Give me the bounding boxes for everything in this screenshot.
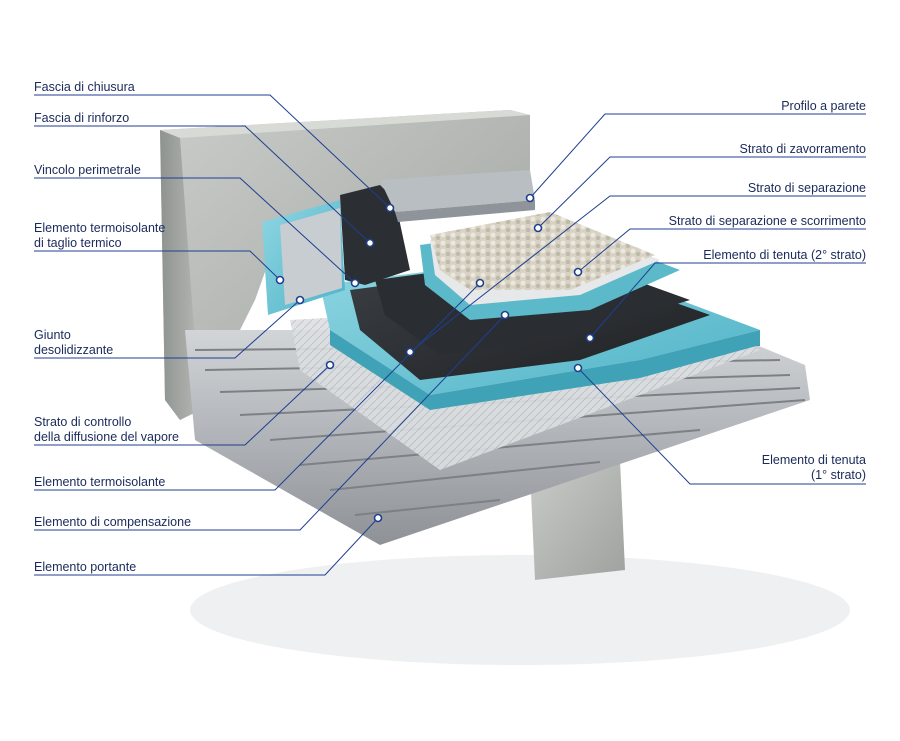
label-text: Fascia di chiusura — [34, 80, 135, 94]
label-text: Vincolo perimetrale — [34, 163, 141, 177]
leader-tenuta-1 — [577, 367, 866, 485]
dot-taglio — [275, 275, 285, 285]
leader-fascia-chiusura — [34, 94, 391, 209]
dot-fascia-rinforzo — [365, 238, 375, 248]
dot-vapore — [325, 360, 335, 370]
label-text: Strato di separazione e scorrimento — [668, 214, 866, 228]
label-strato-controllo-vapore: Strato di controllo della diffusione del… — [34, 415, 179, 445]
leader-termoisolante-taglio — [34, 250, 281, 281]
dot-giunto — [295, 295, 305, 305]
label-text: di taglio termico — [34, 236, 122, 250]
label-text: Strato di controllo — [34, 415, 132, 429]
leader-tenuta-2 — [589, 262, 866, 339]
leader-giunto — [34, 299, 301, 359]
label-text: Giunto — [34, 328, 71, 342]
label-strato-zavorramento: Strato di zavorramento — [740, 142, 866, 157]
wall-profile-lip — [395, 200, 535, 222]
label-text: Elemento portante — [34, 560, 137, 574]
label-fascia-di-chiusura: Fascia di chiusura — [34, 80, 135, 95]
dot-profilo — [525, 193, 535, 203]
label-text: desolidizzante — [34, 343, 114, 357]
dot-compensazione — [500, 310, 510, 320]
leader-controllo-vapore — [34, 364, 331, 446]
label-fascia-di-rinforzo: Fascia di rinforzo — [34, 111, 129, 126]
dot-portante — [373, 513, 383, 523]
concrete-wall-top — [160, 110, 530, 138]
label-text: della diffusione del vapore — [34, 430, 180, 444]
floor-shadow — [190, 555, 850, 665]
label-vincolo-perimetrale: Vincolo perimetrale — [34, 163, 141, 178]
dot-vincolo — [350, 278, 360, 288]
leader-portante — [34, 517, 379, 576]
label-text: Profilo a parete — [781, 99, 866, 113]
label-text: Elemento termoisolante — [34, 221, 166, 235]
dot-tenuta-1 — [573, 363, 583, 373]
leader-profilo — [529, 113, 866, 199]
label-elemento-portante: Elemento portante — [34, 560, 136, 575]
leader-fascia-rinforzo — [34, 125, 371, 244]
leader-vincolo-perimetrale — [34, 177, 356, 284]
upstand-metal — [280, 208, 342, 305]
label-elemento-tenuta-2: Elemento di tenuta (2° strato) — [703, 248, 866, 263]
label-text: Strato di separazione — [747, 181, 866, 195]
wall-profile — [380, 170, 535, 212]
label-giunto-desolidizzante: Giunto desolidizzante — [34, 328, 113, 358]
label-text: (1° strato) — [810, 468, 866, 482]
label-strato-separazione: Strato di separazione — [748, 181, 866, 196]
label-elemento-tenuta-1: Elemento di tenuta (1° strato) — [762, 453, 866, 483]
label-elemento-termoisolante-taglio: Elemento termoisolante di taglio termico — [34, 221, 165, 251]
label-text: Elemento di tenuta — [761, 453, 866, 467]
leader-lines — [34, 94, 866, 576]
dot-termoisolante — [475, 278, 485, 288]
label-elemento-termoisolante: Elemento termoisolante — [34, 475, 165, 490]
leader-zavorramento — [537, 156, 866, 229]
leader-separazione — [409, 195, 866, 353]
leader-separazione-scorrimento — [577, 228, 866, 273]
label-text: Elemento di tenuta (2° strato) — [703, 248, 866, 262]
callout-dots — [275, 193, 595, 523]
dot-zavorramento — [533, 223, 543, 233]
label-text: Elemento termoisolante — [34, 475, 166, 489]
label-profilo-a-parete: Profilo a parete — [781, 99, 866, 114]
label-strato-separazione-scorrimento: Strato di separazione e scorrimento — [669, 214, 866, 229]
label-elemento-compensazione: Elemento di compensazione — [34, 515, 191, 530]
gravel-ballast — [430, 212, 655, 290]
dot-tenuta-2 — [585, 333, 595, 343]
dot-scorrimento — [573, 267, 583, 277]
dot-separazione — [405, 347, 415, 357]
support-beam — [530, 460, 625, 580]
label-text: Strato di zavorramento — [739, 142, 866, 156]
label-text: Elemento di compensazione — [34, 515, 192, 529]
leader-compensazione — [34, 314, 506, 531]
dot-fascia-chiusura — [385, 203, 395, 213]
label-text: Fascia di rinforzo — [34, 111, 130, 125]
